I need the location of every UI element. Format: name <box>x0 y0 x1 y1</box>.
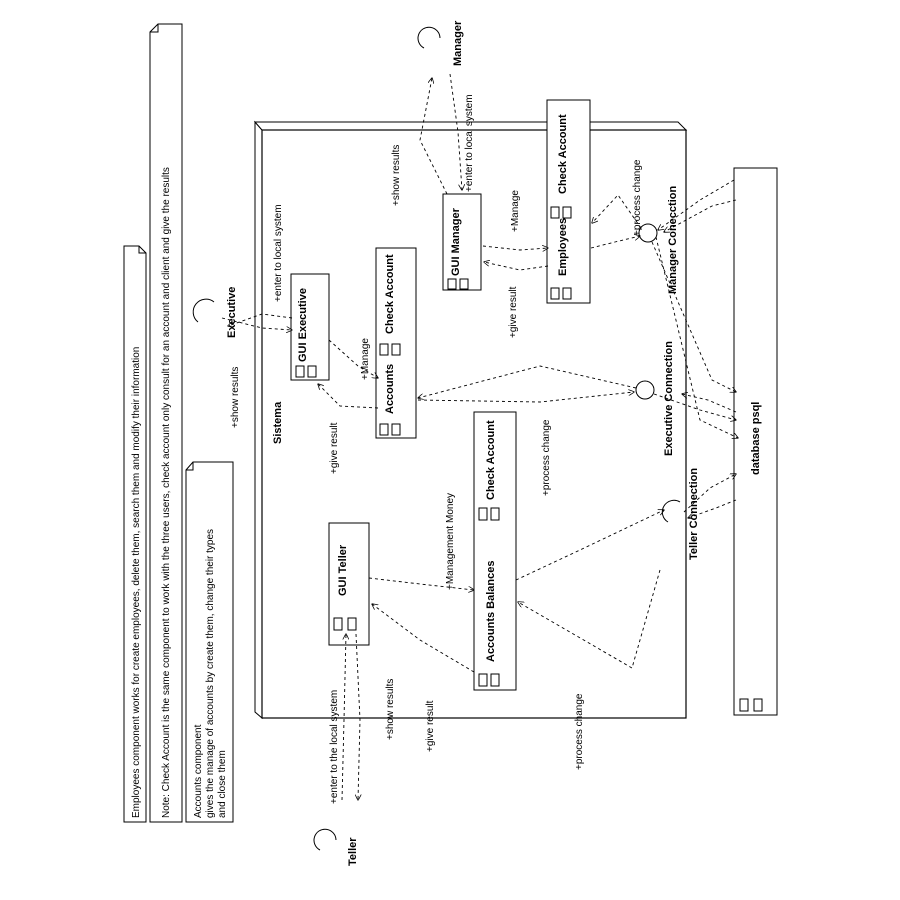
actor-manager: Manager <box>417 20 464 66</box>
conn-manager-to-guimgr <box>449 73 462 190</box>
conn-teller-to-guiteller <box>341 634 346 801</box>
employees-check-account-label: Check Account <box>557 114 569 194</box>
actor-manager-label: Manager <box>452 20 464 66</box>
conn-accounts-to-guiexec <box>318 384 379 409</box>
accounts-balances-label: Accounts Balances <box>485 561 497 662</box>
database-label: database psql <box>750 402 762 475</box>
conn-accbal-to-tellerconn <box>515 510 664 581</box>
note-accounts-line1: Accounts component <box>193 724 204 818</box>
component-gui-manager: GUI Manager <box>442 193 482 291</box>
component-gui-executive: GUI Executive <box>290 273 330 381</box>
gui-executive-label: GUI Executive <box>297 288 309 362</box>
system-name: Sistema <box>272 401 284 444</box>
note-employees-text: Employees component works for create emp… <box>131 347 142 818</box>
label-teller-process-change: +process change <box>574 693 585 770</box>
conn-guiexec-to-accounts <box>328 339 378 378</box>
note-accounts: Accounts component gives the manage of a… <box>185 461 234 823</box>
interface-executive-connection-label: Executive Connection <box>663 341 675 456</box>
actor-teller: Teller <box>313 828 359 866</box>
component-accounts: Accounts Check Account <box>375 247 417 439</box>
accounts-balances-check-account-label: Check Account <box>485 420 497 500</box>
actor-executive-label: Executive <box>226 287 238 338</box>
accounts-check-account-label: Check Account <box>384 254 396 334</box>
connector-labels: +show results +enter to local system +Ma… <box>230 94 643 804</box>
accounts-label: Accounts <box>384 364 396 414</box>
label-teller-show-results: +show results <box>385 679 396 740</box>
conn-mgrconn-to-db-c <box>651 241 736 392</box>
label-teller-enter: +enter to the local system <box>329 690 340 804</box>
gui-teller-label: GUI Teller <box>337 544 349 596</box>
note-check-account-text: Note: Check Account is the same componen… <box>161 167 172 818</box>
note-accounts-line2: gives the manage of accounts by create t… <box>205 529 216 818</box>
label-teller-give-result: +give result <box>425 700 436 752</box>
interface-executive-connection: Executive Connection <box>635 341 675 456</box>
interface-manager-connection: Manager Conecction <box>638 186 679 294</box>
gui-manager-label: GUI Manager <box>450 207 462 276</box>
conn-accbal-to-guiteller <box>372 604 475 673</box>
note-check-account: Note: Check Account is the same componen… <box>149 23 183 823</box>
label-exec-enter: +enter to local system <box>273 204 284 302</box>
conn-guimgr-to-manager <box>419 78 448 195</box>
conn-mgrconn-to-checkacct <box>592 194 642 229</box>
conn-guimgr-to-employees <box>482 246 548 250</box>
label-teller-management-money: +Management Money <box>445 493 456 590</box>
label-mgr-manage: +Manage <box>510 190 521 232</box>
actor-teller-label: Teller <box>347 837 359 866</box>
conn-tellerconn-to-db <box>683 474 736 513</box>
conn-execconn-to-accounts <box>418 365 637 398</box>
interface-manager-connection-label: Manager Conecction <box>667 186 679 294</box>
conn-accounts-to-execconn <box>417 392 634 403</box>
connectors <box>221 73 738 801</box>
label-mgr-enter: +enter to local system <box>464 94 475 192</box>
conn-db-to-tellerconn <box>688 499 737 518</box>
conn-execconn-to-db <box>653 393 736 420</box>
label-exec-process-change: +process change <box>541 419 552 496</box>
note-accounts-line3: and close them <box>217 750 228 818</box>
conn-employees-to-mgrconn <box>590 236 640 249</box>
label-exec-give-result: +give result <box>329 422 340 474</box>
label-exec-manage: +Manage <box>360 338 371 380</box>
note-employees: Employees component works for create emp… <box>123 245 147 823</box>
conn-guiteller-to-teller <box>356 633 360 800</box>
label-mgr-show-results: +show results <box>391 145 402 206</box>
component-gui-teller: GUI Teller <box>328 522 370 646</box>
conn-db-to-mgrconn <box>658 179 735 230</box>
component-employees: Employees Check Account <box>546 99 591 304</box>
component-database: database psql <box>733 167 778 716</box>
conn-mgrconn-to-db-a <box>655 236 738 438</box>
interface-teller-connection-label: Teller Connection <box>688 468 700 560</box>
conn-executive-to-guiexec <box>221 317 292 330</box>
conn-guiexec-to-executive <box>228 313 293 326</box>
label-mgr-give-result: +give result <box>508 286 519 338</box>
employees-label: Employees <box>557 218 569 276</box>
conn-db-to-mgrconn-b <box>664 199 737 232</box>
conn-db-to-execconn <box>682 394 737 413</box>
label-mgr-process-change: +process change <box>632 159 643 236</box>
component-accounts-balances: Accounts Balances Check Account <box>473 411 517 691</box>
actor-executive: Executive <box>192 287 238 338</box>
label-exec-show-results: +show results <box>230 367 241 428</box>
